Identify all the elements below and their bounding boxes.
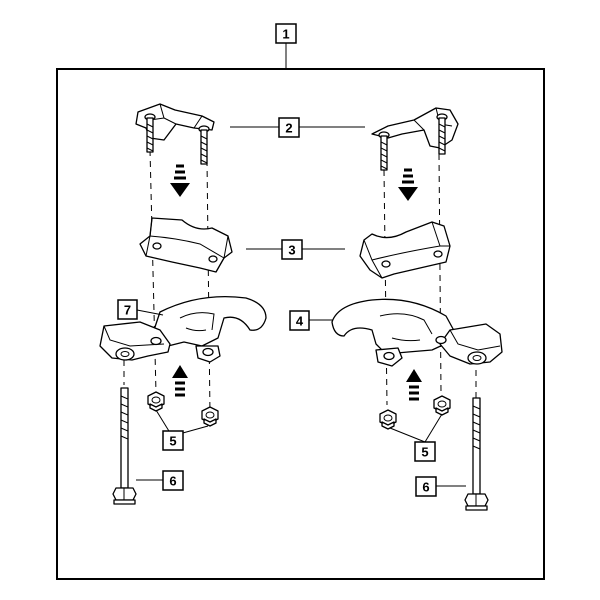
right-flange-nut	[433, 395, 451, 416]
callout-6-right: 6	[415, 476, 466, 497]
left-down-arrow-icon	[170, 164, 190, 197]
left-alignment-lines	[123, 149, 211, 416]
left-bracket-stud	[198, 125, 210, 165]
svg-text:2: 2	[285, 121, 292, 136]
left-flange-nut	[201, 406, 219, 427]
svg-text:1: 1	[282, 27, 289, 42]
callout-5-right: 5	[389, 413, 443, 462]
right-bracket-stud	[438, 117, 446, 155]
svg-text:6: 6	[169, 474, 176, 489]
callout-6-left: 6	[136, 470, 184, 491]
svg-text:7: 7	[124, 303, 131, 318]
left-flange-nut	[147, 391, 165, 412]
callout-3: 3	[246, 239, 345, 260]
right-flange-nut	[379, 409, 397, 430]
left-up-arrow-icon	[172, 365, 188, 397]
left-bracket-stud	[146, 117, 154, 153]
svg-text:4: 4	[296, 314, 304, 329]
left-spacer-plate	[139, 217, 233, 273]
svg-text:5: 5	[421, 445, 428, 460]
svg-text:5: 5	[169, 434, 176, 449]
svg-text:3: 3	[288, 243, 295, 258]
callout-7: 7	[117, 299, 164, 320]
left-hood-hinge	[99, 295, 267, 363]
right-hinge-bolt	[464, 397, 489, 511]
right-down-arrow-icon	[398, 168, 418, 201]
right-spacer-plate	[359, 221, 451, 279]
callout-1: 1	[275, 23, 297, 69]
right-up-arrow-icon	[406, 369, 422, 401]
callout-2: 2	[230, 117, 365, 138]
right-alignment-lines	[383, 153, 477, 406]
left-hinge-bolt	[112, 387, 137, 505]
callout-4: 4	[289, 310, 336, 331]
right-hood-hinge	[331, 298, 503, 367]
right-bracket-stud	[378, 131, 390, 171]
assembly-frame	[56, 68, 545, 580]
svg-text:6: 6	[422, 480, 429, 495]
callout-5-left: 5	[155, 409, 209, 451]
